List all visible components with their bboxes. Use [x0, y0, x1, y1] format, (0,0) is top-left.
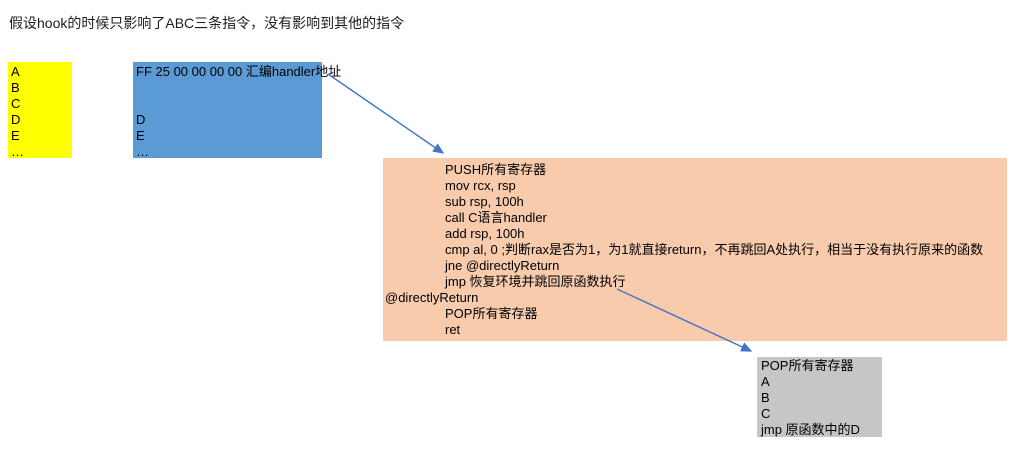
code-line: … — [136, 144, 149, 159]
original-instructions-box: A B C D E … — [8, 62, 72, 159]
code-line: mov rcx, rsp — [445, 178, 516, 193]
code-line: sub rsp, 100h — [445, 194, 524, 209]
arrow-hook-to-handler-icon — [327, 73, 445, 154]
code-line: B — [11, 80, 20, 95]
code-line: @directlyReturn — [385, 290, 479, 305]
code-line: jmp 原函数中的D — [761, 422, 860, 437]
code-line: A — [761, 374, 770, 389]
code-line: add rsp, 100h — [445, 226, 525, 241]
code-line: cmp al, 0 ;判断rax是否为1，为1就直接return，不再跳回A处执… — [445, 242, 984, 257]
code-line: C — [11, 96, 21, 111]
code-line: E — [136, 128, 145, 143]
code-line: D — [11, 112, 21, 127]
hook-handler-box: PUSH所有寄存器 mov rcx, rsp sub rsp, 100h cal… — [383, 158, 1007, 341]
hooked-instructions-box: FF 25 00 00 00 00 汇编handler地址 D E … — [133, 62, 342, 159]
code-line: B — [761, 390, 770, 405]
code-line: POP所有寄存器 — [445, 306, 538, 321]
code-line: E — [11, 128, 20, 143]
code-line: call C语言handler — [445, 210, 547, 225]
code-line: jne @directlyReturn — [445, 258, 560, 273]
code-line — [136, 96, 322, 112]
code-line: D — [136, 112, 146, 127]
return-trampoline-box: POP所有寄存器 A B C jmp 原函数中的D — [757, 357, 882, 437]
code-line: jmp 恢复环境并跳回原函数执行 — [445, 274, 626, 289]
code-line: POP所有寄存器 — [761, 358, 854, 373]
page-title: 假设hook的时候只影响了ABC三条指令，没有影响到其他的指令 — [9, 15, 405, 31]
code-line: A — [11, 64, 20, 79]
code-line: … — [11, 144, 24, 159]
code-line: ret — [445, 322, 461, 337]
code-line: C — [761, 406, 771, 421]
code-line: PUSH所有寄存器 — [445, 162, 547, 177]
code-line — [136, 80, 322, 96]
code-line: FF 25 00 00 00 00 汇编handler地址 — [136, 64, 342, 79]
